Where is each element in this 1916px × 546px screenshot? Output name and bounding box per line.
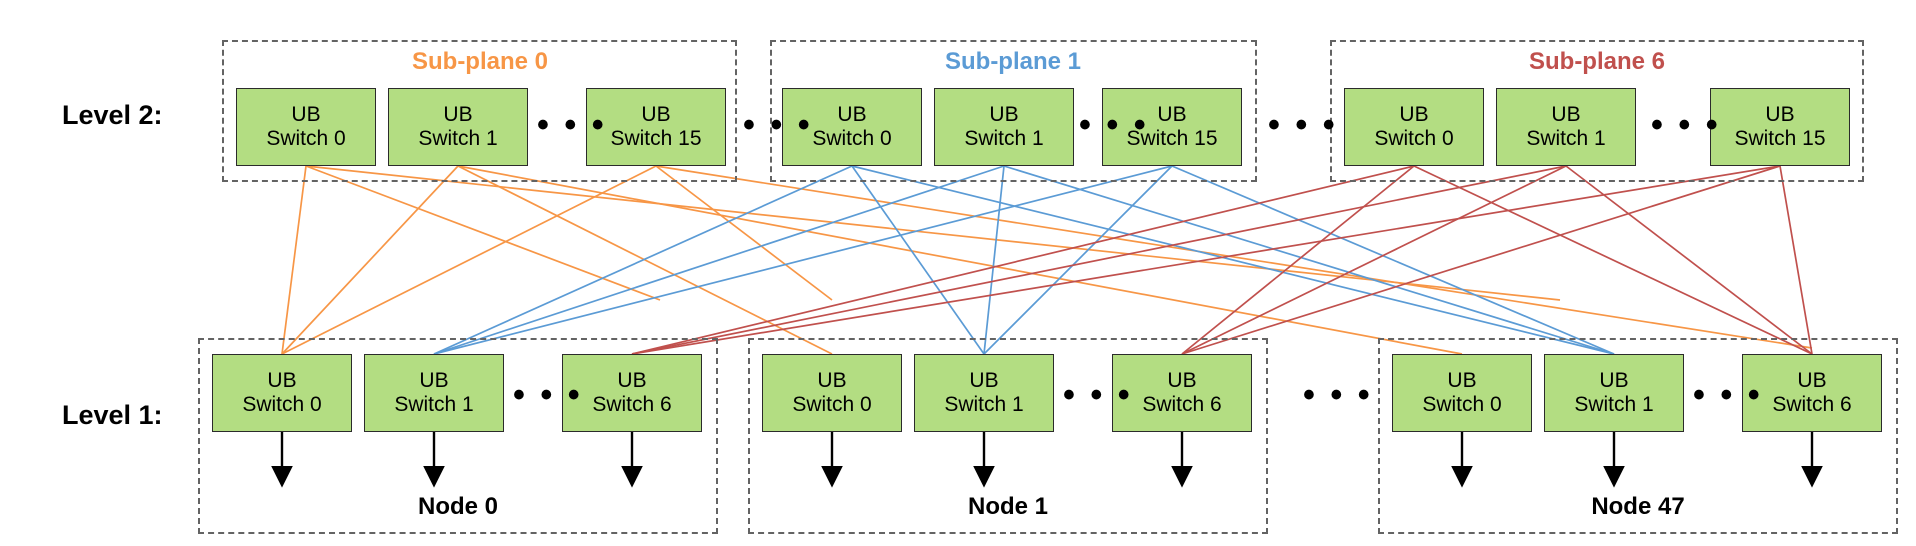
- link-edge-6: [281, 165, 657, 355]
- node-title-0: Node 0: [417, 493, 499, 520]
- switch-line-1: UB: [617, 369, 647, 393]
- link-edge-10: [851, 165, 985, 355]
- l2-group-gap-ellipsis-0: • • •: [743, 106, 813, 144]
- link-edge-5: [457, 165, 1463, 355]
- switch-line-2: Switch 6: [1142, 393, 1222, 416]
- link-edge-15: [433, 165, 1173, 355]
- switch-line-2: Switch 0: [812, 127, 892, 150]
- level-2-label: Level 2:: [62, 100, 163, 130]
- switch-line-1: UB: [1599, 369, 1629, 393]
- link-edge-1: [305, 165, 661, 301]
- switch-line-2: Switch 6: [592, 393, 672, 416]
- switch-line-1: UB: [817, 369, 847, 393]
- link-edge-25: [1181, 165, 1781, 355]
- link-edge-8: [655, 165, 1813, 349]
- switch-line-2: Switch 1: [1526, 127, 1606, 150]
- link-edge-9: [433, 165, 853, 355]
- link-edge-23: [1565, 165, 1813, 355]
- link-edge-16: [983, 165, 1173, 355]
- switch-line-2: Switch 0: [242, 393, 322, 416]
- switch-line-2: Switch 1: [944, 393, 1024, 416]
- node-title-2: Node 47: [1591, 493, 1685, 520]
- link-edge-21: [631, 165, 1567, 355]
- l1-inner-ellipsis-1: • • •: [1063, 376, 1133, 414]
- switch-line-1: UB: [1447, 369, 1477, 393]
- switch-line-2: Switch 1: [964, 127, 1044, 150]
- switch-line-1: UB: [1765, 103, 1795, 127]
- link-edge-20: [1413, 165, 1813, 355]
- link-edge-3: [281, 165, 459, 355]
- switch-line-1: UB: [989, 103, 1019, 127]
- subplane-title-0: Sub-plane 0: [411, 48, 549, 75]
- link-edge-13: [983, 165, 1005, 355]
- link-edge-17: [1171, 165, 1615, 355]
- switch-line-2: Switch 15: [1126, 127, 1218, 150]
- switch-line-2: Switch 0: [1422, 393, 1502, 416]
- subplane-title-1: Sub-plane 1: [944, 48, 1082, 75]
- l2-inner-ellipsis-0: • • •: [537, 106, 607, 144]
- switch-line-1: UB: [1797, 369, 1827, 393]
- switch-line-1: UB: [641, 103, 671, 127]
- l1-inner-ellipsis-0: • • •: [513, 376, 583, 414]
- link-edge-2: [305, 165, 1561, 301]
- l1-group-gap-ellipsis-0: • • •: [1303, 376, 1373, 414]
- l2-inner-ellipsis-1: • • •: [1079, 106, 1149, 144]
- switch-line-1: UB: [1399, 103, 1429, 127]
- link-edge-0: [281, 165, 307, 355]
- switch-line-2: Switch 15: [1734, 127, 1826, 150]
- link-edge-4: [457, 165, 833, 355]
- switch-line-2: Switch 0: [266, 127, 346, 150]
- switch-line-2: Switch 6: [1772, 393, 1852, 416]
- switch-line-2: Switch 1: [1574, 393, 1654, 416]
- link-edge-26: [1779, 165, 1813, 355]
- switch-line-1: UB: [1167, 369, 1197, 393]
- switch-line-1: UB: [969, 369, 999, 393]
- switch-line-1: UB: [267, 369, 297, 393]
- subplane-link-edges: [281, 165, 1813, 355]
- switch-line-1: UB: [419, 369, 449, 393]
- l2-inner-ellipsis-2: • • •: [1651, 106, 1721, 144]
- l1-inner-ellipsis-2: • • •: [1693, 376, 1763, 414]
- link-edge-19: [1181, 165, 1415, 355]
- switch-line-1: UB: [291, 103, 321, 127]
- switch-line-2: Switch 0: [1374, 127, 1454, 150]
- subplane-title-2: Sub-plane 6: [1528, 48, 1666, 75]
- level-1-label: Level 1:: [62, 400, 163, 430]
- switch-line-2: Switch 0: [792, 393, 872, 416]
- switch-line-1: UB: [837, 103, 867, 127]
- switch-line-2: Switch 1: [418, 127, 498, 150]
- link-edge-18: [631, 165, 1415, 355]
- link-edge-14: [1003, 165, 1615, 355]
- link-edge-24: [631, 165, 1781, 355]
- link-edge-7: [655, 165, 833, 301]
- switch-line-1: UB: [443, 103, 473, 127]
- link-edge-22: [1181, 165, 1567, 355]
- node-title-1: Node 1: [967, 493, 1049, 520]
- l2-group-gap-ellipsis-1: • • •: [1268, 106, 1338, 144]
- link-edge-11: [851, 165, 1615, 355]
- switch-line-2: Switch 15: [610, 127, 702, 150]
- switch-line-1: UB: [1157, 103, 1187, 127]
- link-edge-12: [433, 165, 1005, 355]
- switch-line-2: Switch 1: [394, 393, 474, 416]
- switch-line-1: UB: [1551, 103, 1581, 127]
